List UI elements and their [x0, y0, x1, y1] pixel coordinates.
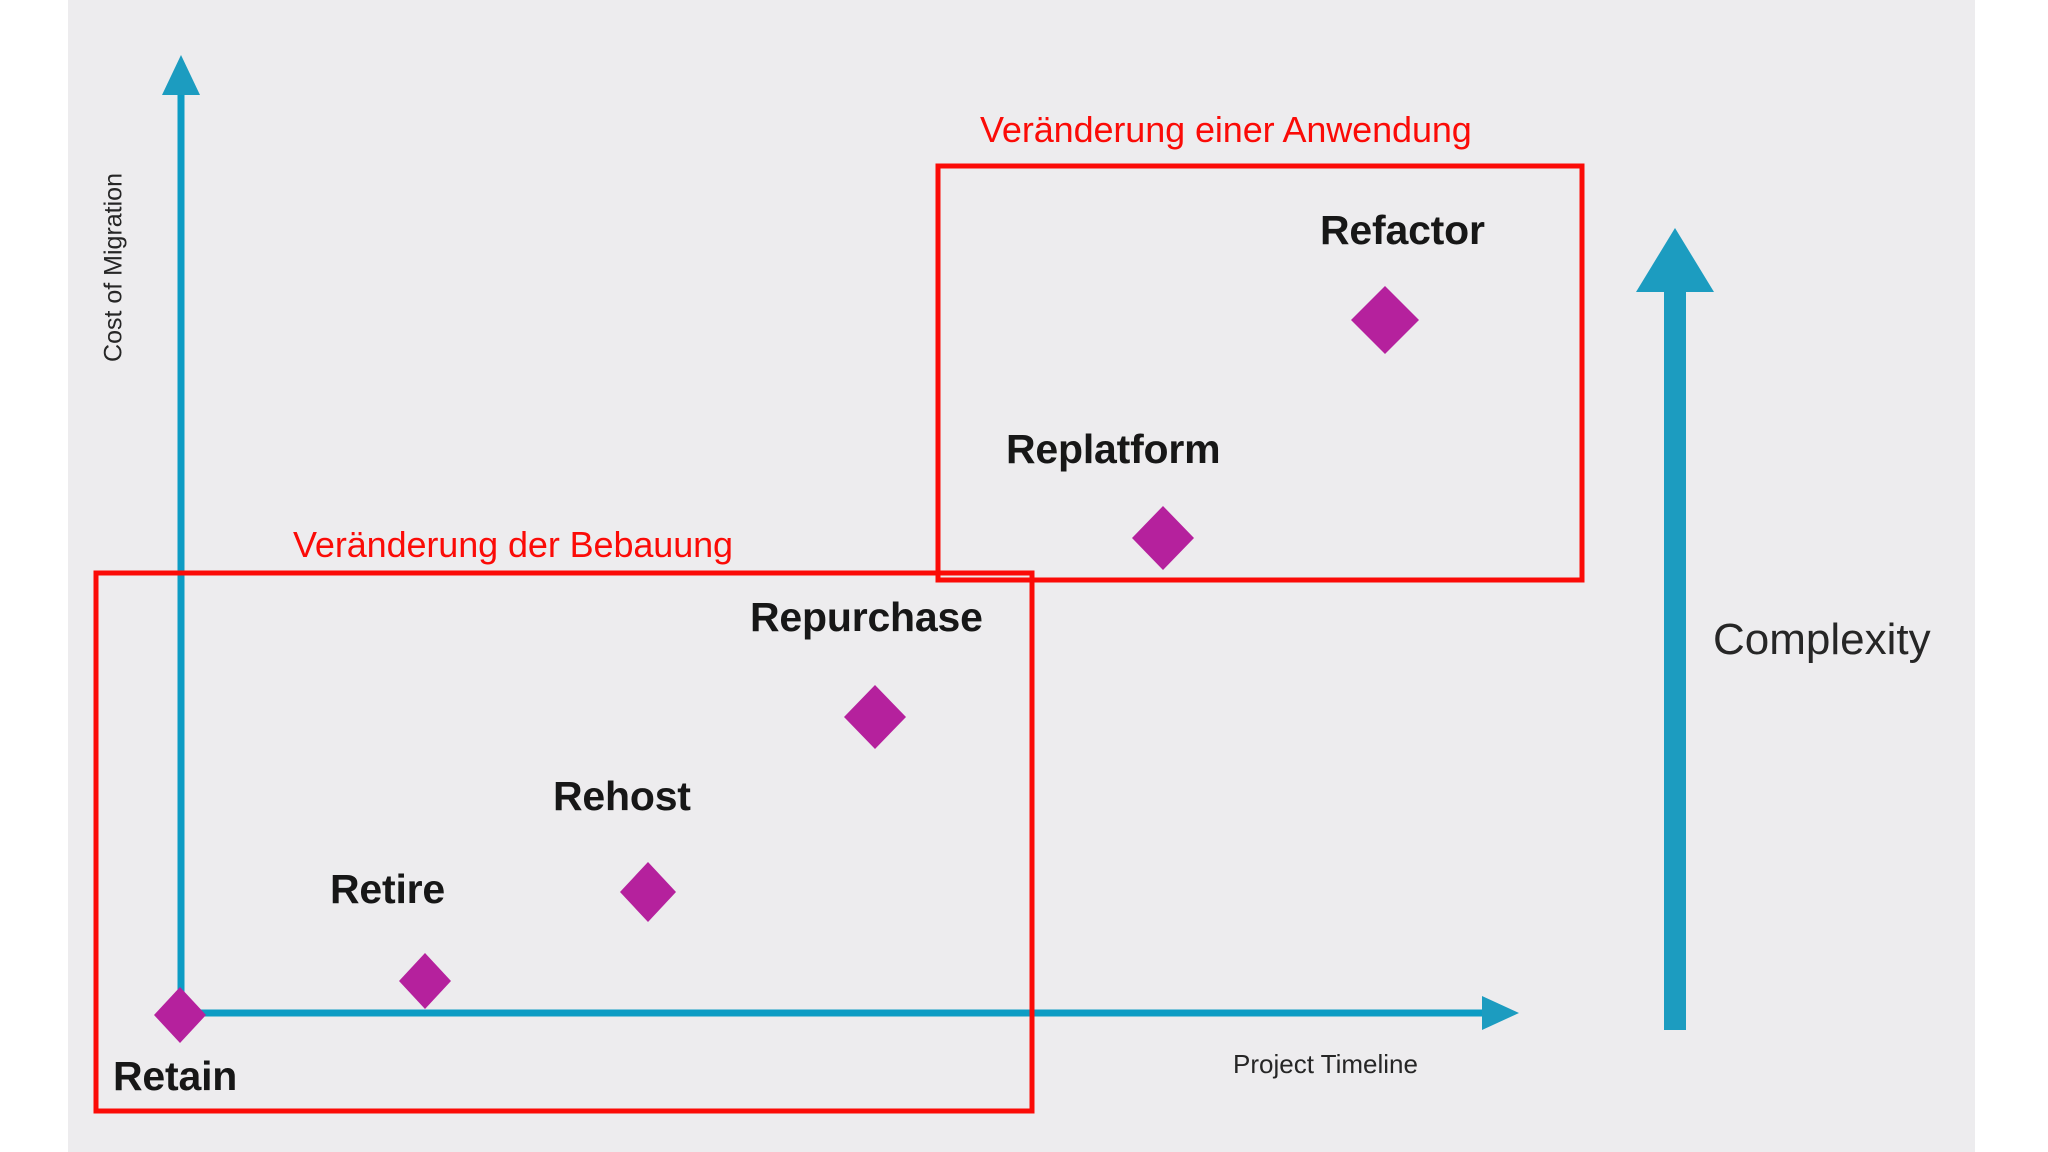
diagram-canvas: [68, 0, 1975, 1152]
marker-label-retire: Retire: [330, 866, 446, 912]
y-axis-label: Cost of Migration: [99, 173, 128, 362]
complexity-axis-label: Complexity: [1713, 615, 1931, 664]
zone-label-bebauung: Veränderung der Bebauung: [293, 524, 733, 565]
marker-label-rehost: Rehost: [553, 773, 691, 819]
zone-label-anwendung: Veränderung einer Anwendung: [980, 109, 1472, 150]
marker-label-retain: Retain: [113, 1053, 238, 1099]
marker-label-repurchase: Repurchase: [750, 594, 983, 640]
marker-label-replatform: Replatform: [1006, 426, 1221, 472]
marker-label-refactor: Refactor: [1320, 207, 1485, 253]
x-axis-label: Project Timeline: [1233, 1049, 1418, 1079]
